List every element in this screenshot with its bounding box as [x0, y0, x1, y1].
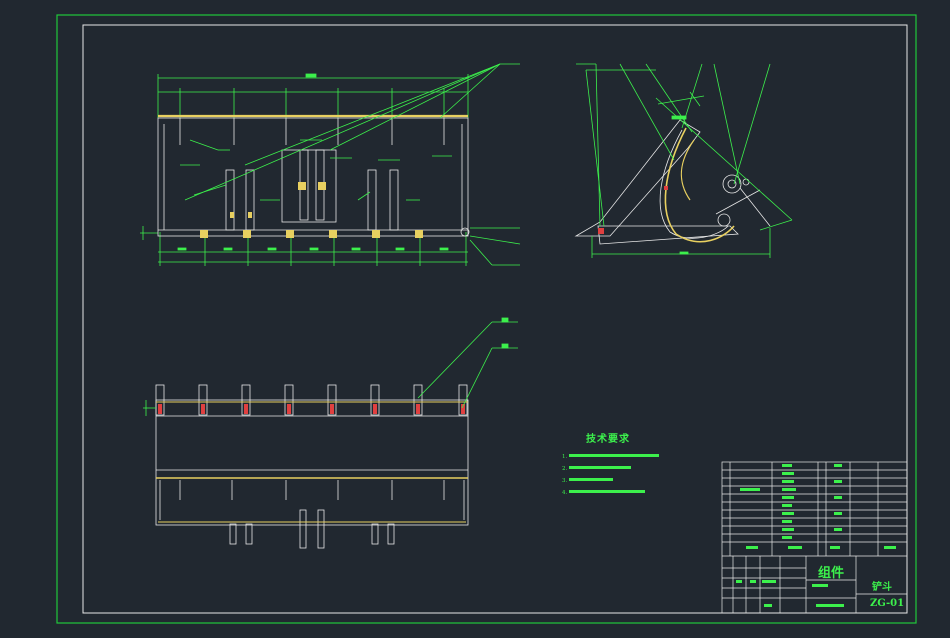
- note-item-1: 1.: [562, 451, 659, 463]
- note-text-2: [569, 466, 631, 469]
- outer-border: [56, 14, 917, 624]
- title-block-drawing-number: ZG-01: [870, 598, 905, 609]
- side-view: [574, 63, 793, 258]
- note-item-3: 3.: [562, 475, 659, 487]
- note-number-1: 1.: [562, 454, 568, 460]
- tooth-adapter-marks: [158, 404, 465, 414]
- note-number-2: 2.: [562, 466, 568, 472]
- technical-requirements-title: 技术要求: [586, 434, 630, 445]
- note-text-1: [569, 454, 659, 457]
- note-number-3: 3.: [562, 478, 568, 484]
- note-item-4: 4.: [562, 487, 659, 499]
- inner-border: [82, 24, 908, 614]
- title-block-part-name: 铲斗: [872, 582, 892, 593]
- side-view-outline: [574, 119, 771, 245]
- note-number-4: 4.: [562, 490, 568, 496]
- title-block-category: 组件: [818, 566, 845, 581]
- front-view-dimensions: [140, 73, 469, 266]
- top-view: [143, 317, 518, 549]
- front-view: [140, 63, 521, 266]
- note-text-3: [569, 478, 613, 481]
- side-profile-highlight: [664, 127, 735, 243]
- technical-requirements: 技术要求 1. 2. 3. 4.: [562, 430, 659, 499]
- note-text-4: [569, 490, 645, 493]
- bucket-body-outline: [157, 117, 469, 237]
- title-block: [721, 461, 908, 614]
- side-view-dimensions: [576, 63, 793, 258]
- note-item-2: 2.: [562, 463, 659, 475]
